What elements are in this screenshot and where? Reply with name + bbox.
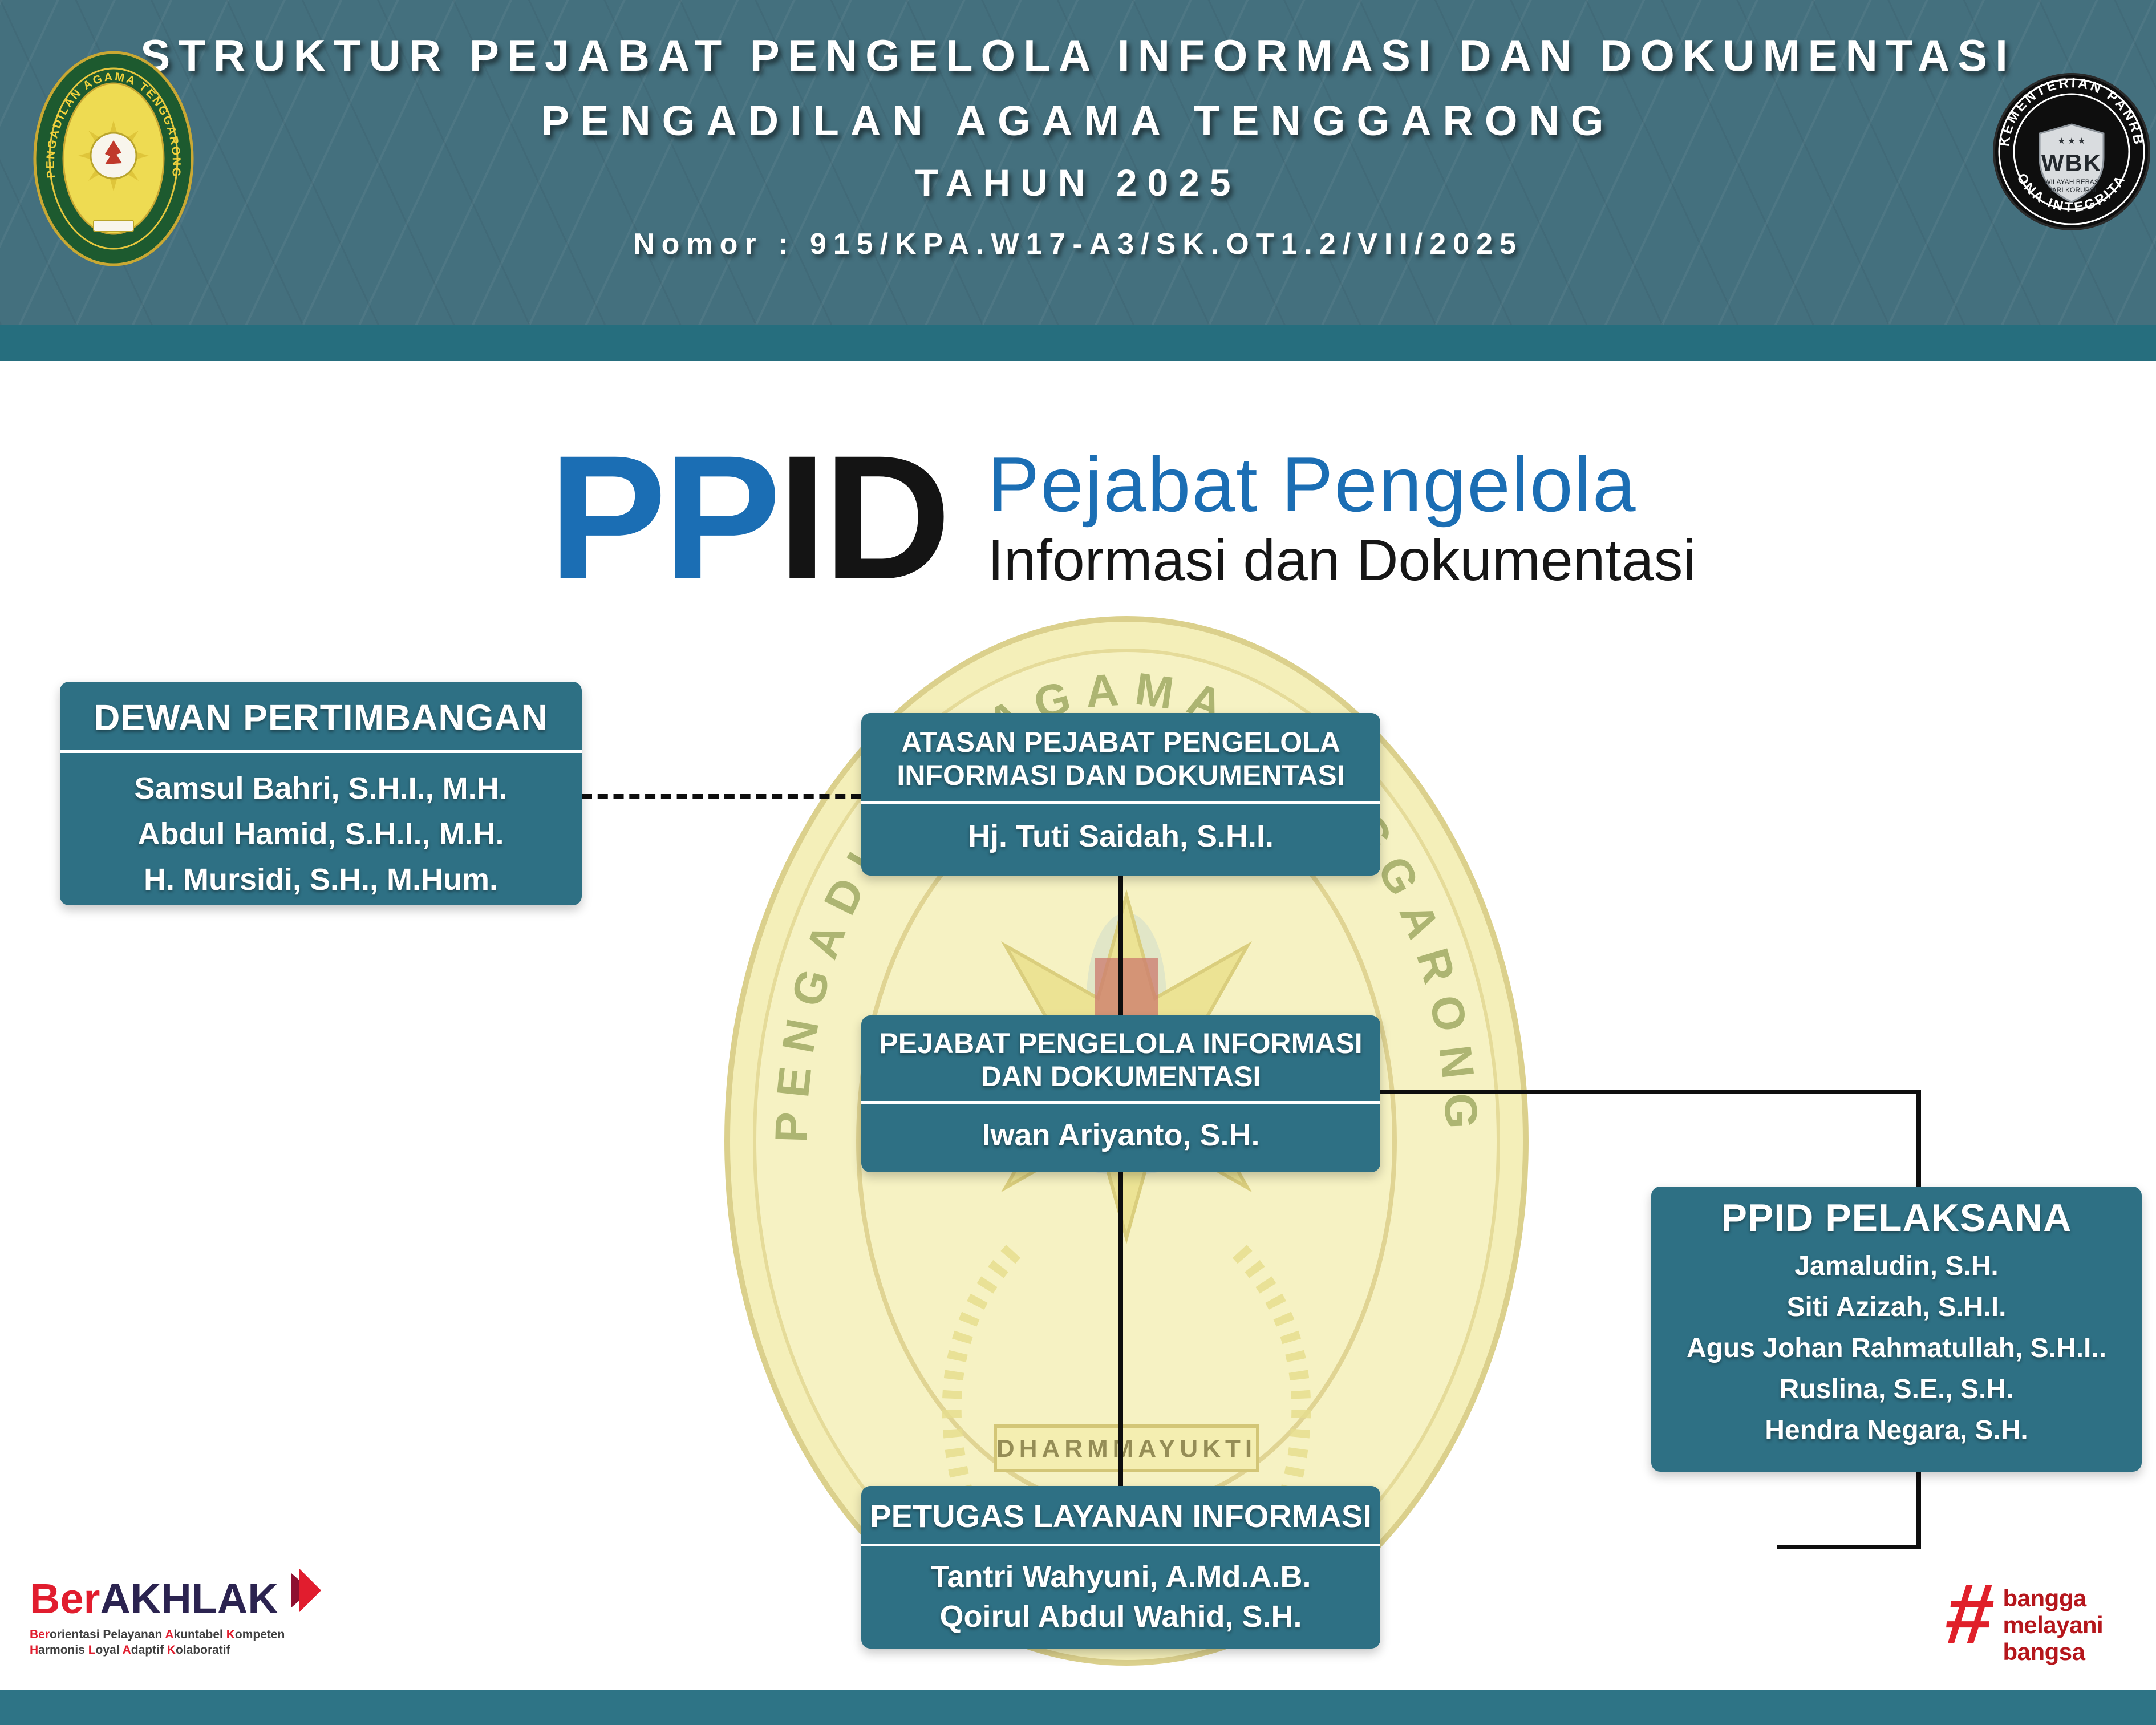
ppid-logo: PPID Pejabat Pengelola Informasi dan Dok… [549, 429, 1696, 606]
header-titles: STRUKTUR PEJABAT PENGELOLA INFORMASI DAN… [0, 30, 2156, 261]
member-name: H. Mursidi, S.H., M.Hum. [143, 862, 499, 897]
watermark-banner-text: DHARMMAYUKTI [996, 1435, 1257, 1463]
wbk-stars: ★ ★ ★ [2058, 136, 2086, 146]
connector-dewan-atasan-dashed [582, 794, 861, 799]
ppid-logo-words: Pejabat Pengelola Informasi dan Dokument… [988, 444, 1696, 591]
berakhlak-arrow-icon [291, 1569, 322, 1612]
berakhlak-tagline: Berorientasi Pelayanan Akuntabel Kompete… [30, 1627, 285, 1658]
member-name: Agus Johan Rahmatullah, S.H.I.. [1686, 1333, 2107, 1363]
member-name: Ruslina, S.E., S.H. [1779, 1374, 2014, 1404]
member-name: Qoirul Abdul Wahid, S.H. [939, 1600, 1302, 1634]
berakhlak-logo: BerAKHLAK Berorientasi Pelayanan Akuntab… [30, 1569, 322, 1658]
box-atasan-ppid: ATASAN PEJABAT PENGELOLA INFORMASI DAN D… [861, 713, 1380, 876]
member-name: Tantri Wahyuni, A.Md.A.B. [930, 1560, 1311, 1594]
title-divider [861, 1101, 1380, 1104]
connector-ppid-petugas [1118, 1171, 1123, 1488]
header-band: STRUKTUR PEJABAT PENGELOLA INFORMASI DAN… [0, 0, 2156, 325]
member-list: Tantri Wahyuni, A.Md.A.B. Qoirul Abdul Wa… [861, 1557, 1380, 1637]
box-petugas-layanan: PETUGAS LAYANAN INFORMASI Tantri Wahyuni… [861, 1486, 1380, 1649]
title-divider [60, 750, 582, 753]
box-title-line-1: PEJABAT PENGELOLA INFORMASI [879, 1027, 1363, 1059]
member-name: Abdul Hamid, S.H.I., M.H. [137, 817, 504, 851]
wbk-acronym: WBK [2041, 149, 2102, 176]
member-name: Hendra Negara, S.H. [1765, 1415, 2028, 1445]
wbk-sub1: WILAYAH BEBAS [2044, 178, 2099, 186]
berakhlak-tagline-line-1: Berorientasi Pelayanan Akuntabel Kompete… [30, 1628, 285, 1641]
court-name: PENGADILAN AGAMA TENGGARONG [541, 97, 1615, 144]
member-name: Jamaludin, S.H. [1794, 1251, 1999, 1281]
officer-name: Hj. Tuti Saidah, S.H.I. [967, 819, 1274, 853]
wbk-sub2: DARI KORUPSI [2047, 186, 2096, 194]
ppid-tagline-1: Pejabat Pengelola [987, 441, 1637, 528]
ppid-logo-mark: PPID [549, 429, 951, 606]
berakhlak-wordmark: BerAKHLAK [30, 1575, 278, 1622]
bangga-word: melayani [2003, 1611, 2104, 1638]
title-divider [861, 801, 1380, 804]
member-list: Jamaludin, S.H. Siti Azizah, S.H.I. Agus J… [1651, 1246, 2142, 1451]
box-ppid-pelaksana: PPID PELAKSANA Jamaludin, S.H. Siti Aziza… [1651, 1187, 2142, 1472]
ppid-tagline-2: Informasi dan Dokumentasi [987, 527, 1696, 593]
box-title: PETUGAS LAYANAN INFORMASI [870, 1498, 1372, 1534]
court-seal-icon: PENGADILAN AGAMA TENGGARONG [33, 51, 194, 266]
box-dewan-pertimbangan: DEWAN PERTIMBANGAN Samsul Bahri, S.H.I.,… [60, 682, 582, 905]
member-name: Siti Azizah, S.H.I. [1786, 1292, 2007, 1322]
seal-emblem [105, 140, 122, 164]
box-title: DEWAN PERTIMBANGAN [94, 697, 548, 738]
box-title: PPID PELAKSANA [1721, 1196, 2072, 1240]
connector-atasan-ppid [1118, 876, 1123, 1017]
header-divider-strip [0, 325, 2156, 361]
member-list: Samsul Bahri, S.H.I., M.H. Abdul Hamid, S… [60, 753, 582, 902]
year-label: TAHUN 2025 [915, 161, 1241, 204]
connector-pelaksana-bottom [1777, 1545, 1921, 1549]
connector-ppid-pelaksana-horizontal [1379, 1090, 1921, 1094]
title-divider [861, 1544, 1380, 1546]
member-name: Samsul Bahri, S.H.I., M.H. [134, 771, 508, 805]
hashtag-icon: # [1941, 1566, 1999, 1662]
bangga-word: bangsa [2003, 1638, 2085, 1665]
box-title-line-2: DAN DOKUMENTASI [980, 1060, 1261, 1092]
ppid-mark-dark: ID [777, 418, 951, 616]
box-title-line-2: INFORMASI DAN DOKUMENTASI [897, 759, 1345, 791]
page-title: STRUKTUR PEJABAT PENGELOLA INFORMASI DAN… [140, 30, 2016, 80]
ppid-mark-blue: PP [549, 418, 781, 616]
bangga-word: bangga [2003, 1585, 2086, 1611]
bottom-strip [0, 1690, 2156, 1725]
wbk-zona-integritas-badge-icon: KEMENTERIAN PANRB ZONA INTEGRITAS ★ ★ ★ … [1992, 72, 2150, 230]
berakhlak-tagline-line-2: Harmonis Loyal Adaptif Kolaboratif [30, 1643, 230, 1657]
box-pejabat-pengelola: PEJABAT PENGELOLA INFORMASI DAN DOKUMENT… [861, 1015, 1380, 1172]
box-title-line-1: ATASAN PEJABAT PENGELOLA [901, 726, 1340, 758]
officer-name: Iwan Ariyanto, S.H. [982, 1118, 1260, 1152]
wbk-shield [2039, 123, 2105, 203]
decree-number: Nomor : 915/KPA.W17-A3/SK.OT1.2/VII/2025 [633, 228, 1523, 261]
